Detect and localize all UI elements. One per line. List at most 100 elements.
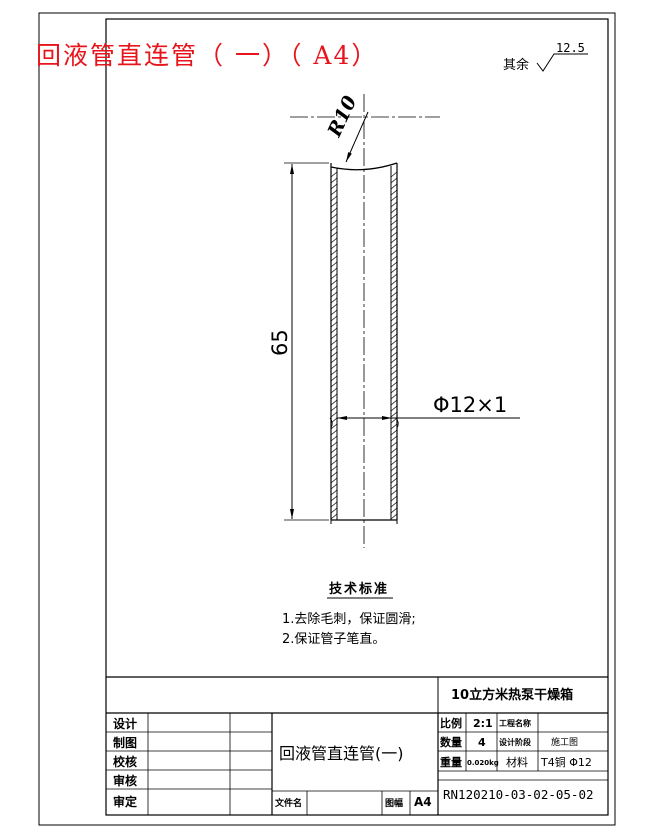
section-hatch-line — [390, 207, 398, 214]
section-hatch-line — [390, 315, 398, 322]
section-hatch-line — [390, 261, 398, 268]
section-hatch-line — [390, 453, 398, 460]
section-hatch-line — [390, 327, 398, 334]
section-hatch-line — [330, 267, 338, 274]
section-hatch-line — [390, 297, 398, 304]
section-hatch-line — [390, 507, 398, 514]
section-hatch-line — [390, 489, 398, 496]
section-hatch-line — [390, 225, 398, 232]
section-hatch-line — [390, 381, 398, 388]
section-hatch-line — [390, 483, 398, 490]
role-drafting: 制图 — [113, 735, 137, 750]
tech-requirement-1: 1.去除毛刺，保证圆滑; — [282, 612, 416, 627]
section-hatch-line — [390, 291, 398, 298]
length-label: 65 — [268, 329, 292, 356]
section-hatch-line — [390, 177, 398, 184]
section-hatch-line — [390, 339, 398, 346]
section-hatch-line — [330, 171, 338, 178]
section-hatch-line — [390, 429, 398, 436]
section-hatch-line — [390, 465, 398, 472]
surface-finish-symbol: 其余 12.5 — [503, 41, 588, 73]
section-hatch-line — [390, 399, 398, 406]
material-value: T4铜 Φ12 — [540, 755, 592, 769]
section-hatch-line — [390, 279, 398, 286]
role-review: 审核 — [113, 773, 137, 788]
section-hatch-line — [330, 357, 338, 364]
section-hatch-line — [330, 183, 338, 190]
section-hatch-line — [390, 309, 398, 316]
section-hatch-line — [390, 369, 398, 376]
section-hatch-line — [330, 423, 338, 430]
section-hatch-line — [330, 465, 338, 472]
section-hatch-line — [390, 255, 398, 262]
section-hatch-line — [330, 369, 338, 376]
section-hatch-line — [330, 459, 338, 466]
qty-value: 4 — [478, 736, 486, 749]
section-hatch-line — [330, 441, 338, 448]
section-hatch-line — [330, 273, 338, 280]
tech-requirements: 技术标准 1.去除毛刺，保证圆滑; 2.保证管子笔直。 — [282, 581, 416, 647]
section-hatch-line — [390, 333, 398, 340]
section-hatch-line — [330, 495, 338, 502]
section-hatch-line — [330, 297, 338, 304]
section-hatch-line — [330, 471, 338, 478]
section-hatch-line — [330, 315, 338, 322]
section-hatch-line — [330, 399, 338, 406]
section-hatch-line — [390, 321, 398, 328]
section-hatch-line — [330, 309, 338, 316]
role-checking: 校核 — [113, 754, 137, 769]
part-name: 回液管直连管(一) — [279, 744, 404, 763]
section-hatch-line — [330, 279, 338, 286]
section-hatch-line — [390, 267, 398, 274]
section-hatch-line — [390, 237, 398, 244]
section-hatch-line — [390, 195, 398, 202]
section-hatch-line — [390, 447, 398, 454]
section-hatch-line — [390, 375, 398, 382]
scale-value: 2:1 — [473, 717, 493, 730]
section-hatch-line — [330, 393, 338, 400]
section-hatch-line — [390, 303, 398, 310]
material-label: 材料 — [506, 755, 528, 769]
length-dimension: 65 — [268, 162, 329, 521]
sheet-label: 图幅 — [385, 797, 403, 809]
scale-label: 比例 — [440, 716, 462, 730]
section-hatch-line — [330, 363, 338, 370]
section-hatch-line — [330, 339, 338, 346]
section-hatch-line — [390, 183, 398, 190]
outer-border — [38, 12, 616, 826]
section-hatch-line — [330, 243, 338, 250]
section-hatch-line — [330, 429, 338, 436]
diameter-dimension: Φ12×1 — [337, 393, 520, 420]
project-name-label: 工程名称 — [499, 718, 531, 728]
section-hatch-line — [330, 195, 338, 202]
section-hatch-line — [390, 363, 398, 370]
section-hatch-line — [330, 177, 338, 184]
section-hatch-line — [330, 225, 338, 232]
stage-value: 施工图 — [551, 736, 578, 748]
file-name-label: 文件名 — [274, 797, 302, 809]
section-hatch-line — [330, 405, 338, 412]
section-hatch-line — [390, 285, 398, 292]
tube-part — [290, 94, 440, 548]
section-hatch-line — [330, 237, 338, 244]
section-hatch-line — [330, 381, 338, 388]
surface-finish-label: 其余 — [503, 57, 529, 73]
section-hatch-line — [330, 489, 338, 496]
section-hatch-line — [330, 435, 338, 442]
section-hatch-line — [330, 219, 338, 226]
section-hatch-line — [330, 453, 338, 460]
section-hatch-line — [390, 345, 398, 352]
section-hatch-line — [390, 273, 398, 280]
section-hatch-line — [330, 255, 338, 262]
section-hatch-line — [390, 405, 398, 412]
section-hatch-line — [390, 411, 398, 418]
weight-label: 重量 — [440, 755, 462, 769]
section-hatch-line — [390, 471, 398, 478]
section-hatch-line — [390, 201, 398, 208]
section-hatch-line — [330, 351, 338, 358]
section-hatch-line — [330, 291, 338, 298]
section-hatch-line — [330, 201, 338, 208]
drawing-number: RN120210-03-02-05-02 — [443, 787, 594, 802]
tech-requirements-heading: 技术标准 — [329, 581, 389, 597]
